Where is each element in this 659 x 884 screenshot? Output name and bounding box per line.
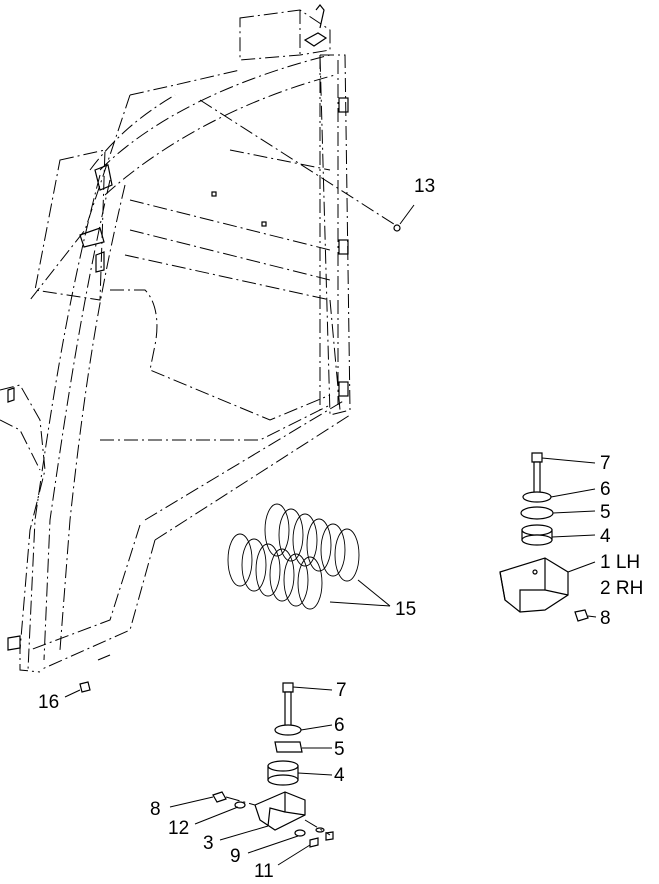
callout-bottom-9: 9 (230, 846, 241, 867)
callout-right-5: 5 (600, 502, 611, 523)
callout-bottom-12: 12 (168, 818, 189, 839)
callout-right-7: 7 (600, 453, 611, 474)
callout-16: 16 (38, 692, 59, 713)
callout-right-6: 6 (600, 479, 611, 500)
right-mount-assembly (499, 452, 597, 622)
callout-bottom-7: 7 (336, 680, 347, 701)
bottom-mount-assembly (169, 682, 334, 866)
item-13-screw (393, 204, 415, 232)
item-15-springs (227, 503, 391, 610)
callout-right-8: 8 (600, 608, 611, 629)
callout-bottom-8: 8 (150, 799, 161, 820)
callout-bottom-4: 4 (334, 765, 345, 786)
callout-15: 15 (395, 599, 416, 620)
callout-bottom-6: 6 (334, 715, 345, 736)
callout-right-2-rh: 2 RH (600, 578, 643, 599)
cab-frame (0, 4, 401, 673)
callout-bottom-11: 11 (254, 861, 274, 882)
callout-bottom-3: 3 (203, 833, 214, 854)
callout-right-4: 4 (600, 526, 611, 547)
item-16-clip (64, 681, 91, 698)
callout-right-1-lh: 1 LH (600, 552, 640, 573)
callout-bottom-5: 5 (334, 739, 345, 760)
callout-13: 13 (414, 176, 435, 197)
